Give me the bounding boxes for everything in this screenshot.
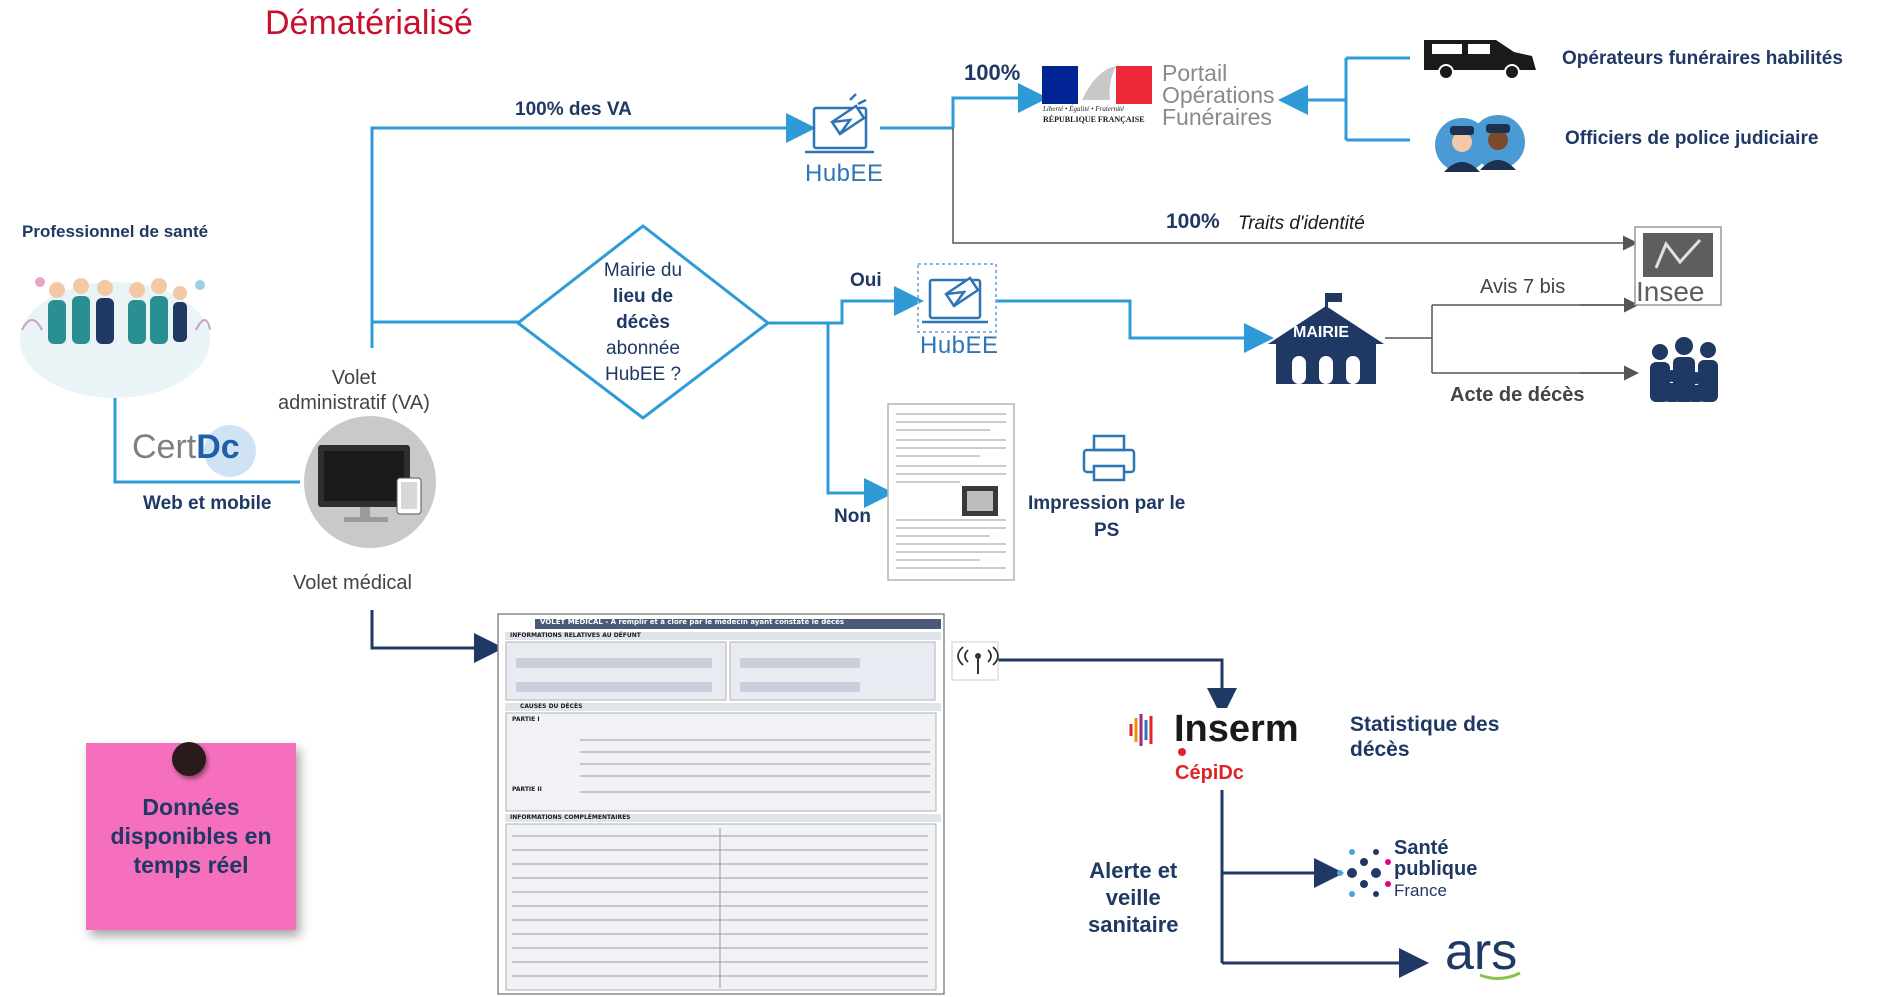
inserm-logo	[1125, 708, 1311, 790]
spf-line1: Santé	[1394, 837, 1449, 859]
marianne-logo	[1042, 66, 1152, 104]
mairie-building-icon	[1268, 293, 1384, 384]
arrow-to-insee-identity	[952, 128, 1638, 251]
decision-yes: Oui	[850, 270, 882, 291]
arrow-recipients-to-portal	[1284, 56, 1410, 142]
paper-form-thumbnail	[887, 403, 1015, 581]
certdc-caption: Web et mobile	[143, 493, 272, 514]
portal-name-line2: Opérations	[1162, 82, 1275, 108]
form-part2: PARTIE II	[512, 786, 542, 793]
hubee-mid-label: HubEE	[920, 332, 999, 359]
pushpin-icon	[172, 742, 206, 776]
hubee-laptop-icon-mid	[917, 263, 997, 333]
spf-text: Santé publique France	[1394, 838, 1477, 901]
connectors	[113, 56, 1639, 978]
portal-name-line1: Portail	[1162, 60, 1228, 86]
marianne-republic: RÉPUBLIQUE FRANÇAISE	[1043, 115, 1145, 124]
recipient-police: Officiers de police judiciaire	[1565, 128, 1819, 149]
acte-label: Acte de décès	[1450, 384, 1585, 406]
medical-form-document	[497, 613, 945, 995]
form-section2: CAUSES DU DÉCÈS	[520, 703, 583, 710]
page-title: Dématérialisé	[265, 4, 473, 42]
portal-name: Portail Opérations Funéraires	[1162, 60, 1275, 130]
arrow-form-to-inserm	[998, 658, 1237, 718]
hearse-icon	[1424, 40, 1536, 80]
inserm-stat: Statistique des décès	[1350, 713, 1500, 761]
alert-label: Alerte et veille sanitaire	[1088, 858, 1179, 937]
arrow-vm-to-form	[370, 610, 504, 663]
spf-line2: publique	[1394, 858, 1478, 880]
source-label: Professionnel de santé	[22, 222, 209, 241]
va-label: Volet administratif (VA)	[278, 367, 430, 414]
recipient-funeral: Opérateurs funéraires habilités	[1562, 48, 1843, 69]
decision-line1: Mairie du	[603, 260, 683, 281]
computer-icon	[304, 416, 436, 548]
decision-no: Non	[834, 506, 871, 527]
ars-name: ars	[1445, 923, 1518, 981]
hubee-top-label: HubEE	[805, 160, 884, 187]
health-professionals-illustration	[20, 277, 211, 398]
arrow-va-to-top	[370, 113, 816, 348]
decision-line3: décès	[616, 312, 670, 333]
inserm-name: Inserm	[1174, 708, 1299, 750]
print-label: Impression par le PS	[1028, 493, 1186, 541]
vm-label: Volet médical	[293, 572, 412, 594]
wireless-signal-icon	[951, 641, 999, 681]
arrow-to-portal	[951, 83, 1048, 128]
form-part1: PARTIE I	[512, 716, 540, 723]
certdc-logo-right: Dc	[196, 428, 240, 466]
certdc-logo	[204, 425, 256, 477]
certdc-logo-text: CertDc	[132, 428, 240, 467]
top-branch-label: 100% des VA	[515, 99, 632, 120]
identity-label: Traits d'identité	[1238, 213, 1365, 234]
mairie-label: MAIRIE	[1293, 324, 1349, 341]
decision-text: Mairie du lieu de décès abonnée HubEE ?	[583, 258, 703, 388]
police-officers-icon	[1435, 115, 1525, 172]
arrow-pro-to-certdc	[113, 392, 300, 484]
hubee-laptop-icon-top	[805, 93, 874, 154]
avis-label: Avis 7 bis	[1480, 276, 1566, 298]
insee-label: Insee	[1636, 276, 1705, 307]
decision-line5: HubEE ?	[604, 364, 682, 385]
spf-line3: France	[1394, 881, 1447, 900]
marianne-motto: Liberté • Égalité • Fraternité	[1043, 105, 1125, 113]
form-section3: INFORMATIONS COMPLÉMENTAIRES	[510, 814, 631, 821]
form-header: VOLET MÉDICAL - A remplir et à clore par…	[540, 618, 845, 626]
inserm-sub: CépiDc	[1175, 762, 1244, 784]
arrow-hubee-to-mairie	[995, 299, 1274, 353]
spf-logo	[1337, 849, 1391, 897]
insee-logo	[1634, 226, 1722, 306]
form-section1: INFORMATIONS RELATIVES AU DÉFUNT	[510, 632, 641, 639]
portal-percent: 100%	[964, 60, 1021, 85]
ars-logo	[1479, 971, 1521, 980]
identity-percent: 100%	[1166, 210, 1220, 233]
portal-name-line3: Funéraires	[1162, 104, 1272, 130]
decision-line4: abonnée	[606, 338, 680, 359]
arrow-diamond-no	[768, 321, 894, 508]
postit-text: Données disponibles en temps réel	[110, 794, 272, 878]
decision-line2: lieu de	[612, 286, 674, 307]
certdc-logo-left: Cert	[132, 428, 197, 466]
printer-icon	[1082, 434, 1136, 482]
arrow-mairie-split	[1385, 304, 1632, 374]
decision-diamond	[515, 224, 771, 420]
arrow-diamond-yes	[768, 286, 924, 325]
population-icon	[1650, 337, 1718, 402]
